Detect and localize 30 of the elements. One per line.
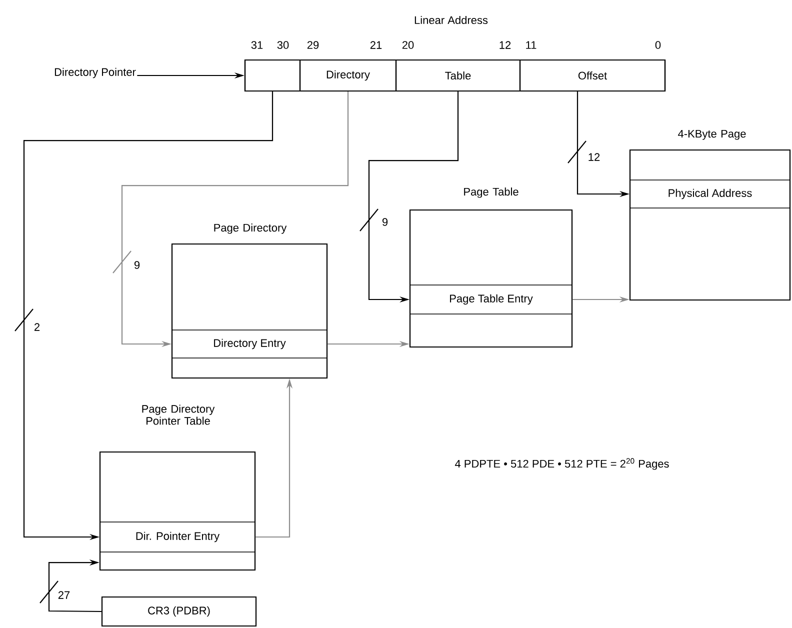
table-heading: Page Directory — [214, 224, 287, 234]
entry-row: Physical Address — [630, 180, 790, 208]
arrow — [48, 560, 102, 612]
bit-number: 0 — [655, 41, 661, 49]
bit-number: 29 — [307, 41, 319, 49]
entry-row: Page Table Entry — [410, 284, 572, 314]
register-field — [244, 59, 301, 92]
register-box: CR3 (PDBR) — [101, 596, 257, 627]
page-count-note: 4 PDPTE • 512 PDE • 512 PTE = 2$^{20}$ Pages — [454, 458, 669, 470]
entry-row: Dir. Pointer Entry — [100, 522, 256, 552]
bit-number: 31 — [251, 41, 263, 49]
entry-row: Directory Entry — [172, 330, 328, 358]
table-heading: 4-KByte Page — [678, 130, 746, 140]
register-field: Table — [395, 59, 521, 92]
bit-number: 11 — [526, 41, 536, 49]
bit-count: 9 — [382, 218, 388, 226]
bit-count: 12 — [588, 153, 600, 161]
bit-number: 21 — [370, 41, 382, 49]
bit-count: 27 — [58, 591, 70, 599]
table-heading: Page Table — [464, 188, 518, 198]
pointer-label: Directory Pointer — [54, 68, 136, 78]
bit-count: 9 — [134, 261, 140, 269]
bit-number: 12 — [500, 41, 511, 49]
bit-number: 30 — [277, 41, 289, 49]
bit-count: 2 — [34, 323, 40, 331]
table-heading: Page Directory Pointer Table — [142, 404, 215, 425]
register-heading: Linear Address — [414, 16, 488, 24]
register-field: Directory — [299, 59, 397, 92]
register-field: Offset — [519, 59, 666, 92]
bit-number: 20 — [402, 41, 414, 49]
